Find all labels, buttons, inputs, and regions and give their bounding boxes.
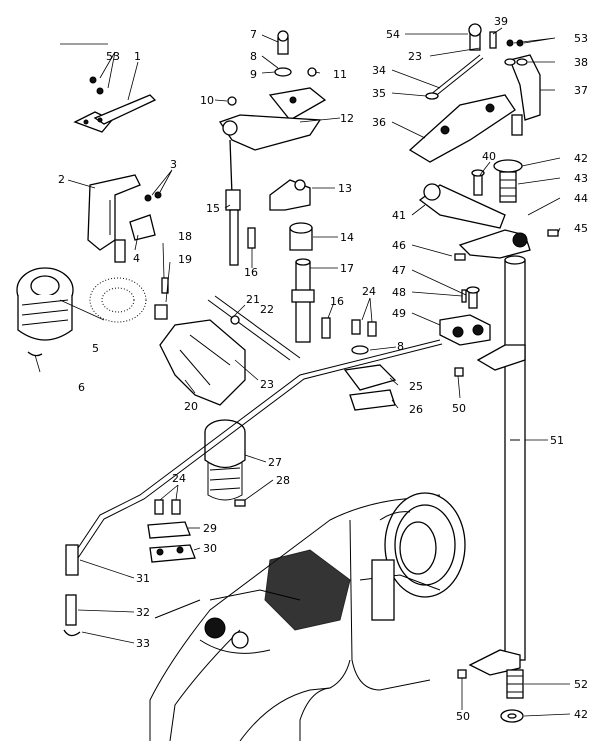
part-label-42-top: 42 [574, 152, 588, 165]
part-label-21: 21 [246, 293, 260, 306]
part-label-32: 32 [136, 606, 150, 619]
centre-top-parts [218, 30, 327, 266]
part-label-15: 15 [206, 202, 220, 215]
feed-bracket [87, 174, 162, 263]
machine-body [149, 492, 466, 741]
part-label-46: 46 [392, 239, 406, 252]
part-label-17: 17 [340, 262, 354, 275]
part-label-7: 7 [250, 28, 257, 41]
part-label-40: 40 [482, 150, 496, 163]
part-label-30: 30 [203, 542, 217, 555]
part-label-45: 45 [574, 222, 588, 235]
part-label-42-low: 42 [574, 708, 588, 721]
part-label-5: 5 [92, 342, 99, 355]
part-label-13: 13 [338, 182, 352, 195]
part-label-49: 49 [392, 307, 406, 320]
part-label-3: 3 [170, 158, 177, 171]
part-label-41: 41 [392, 209, 406, 222]
part-label-37: 37 [574, 84, 588, 97]
part-label-39: 39 [494, 15, 508, 28]
part-label-48: 48 [392, 286, 406, 299]
part-label-35: 35 [372, 87, 386, 100]
part-label-25: 25 [409, 380, 423, 393]
right-middle-parts [418, 159, 559, 377]
part-label-18: 18 [178, 230, 192, 243]
part-label-22: 22 [260, 303, 274, 316]
part-label-2: 2 [58, 173, 65, 186]
gear-assembly [16, 267, 147, 357]
part-label-16-top: 16 [244, 266, 258, 279]
part-label-8-mid: 8 [397, 340, 404, 353]
part-label-24-mid: 24 [362, 285, 376, 298]
link-plates [147, 499, 196, 563]
part-label-50-low: 50 [456, 710, 470, 723]
part-label-31: 31 [136, 572, 150, 585]
part-label-38: 38 [574, 56, 588, 69]
part-label-27: 27 [268, 456, 282, 469]
part-label-10: 10 [200, 94, 214, 107]
part-label-44: 44 [574, 192, 588, 205]
knob-assembly [204, 419, 246, 507]
needle-bar-column [457, 255, 526, 723]
part-label-47: 47 [392, 264, 406, 277]
long-rod [63, 339, 443, 637]
part-label-28: 28 [276, 474, 290, 487]
part-label-53-right: 53 [574, 32, 588, 45]
part-label-50-mid: 50 [452, 402, 466, 415]
bracket-plate [73, 76, 157, 133]
feed-dog-assembly [154, 277, 301, 406]
leader-lines [34, 27, 571, 717]
right-centre-parts [343, 319, 397, 411]
upper-right-parts [408, 23, 541, 163]
part-label-16-mid: 16 [330, 295, 344, 308]
part-label-1: 1 [134, 50, 141, 63]
part-labels: 53 1 2 3 4 5 6 7 8 9 11 10 12 13 15 14 1… [58, 15, 588, 723]
part-label-11: 11 [333, 68, 347, 81]
part-label-23: 23 [260, 378, 274, 391]
part-label-34: 34 [372, 64, 386, 77]
part-label-51: 51 [550, 434, 564, 447]
part-label-52: 52 [574, 678, 588, 691]
part-label-4: 4 [133, 252, 140, 265]
part-label-36: 36 [372, 116, 386, 129]
part-label-43: 43 [574, 172, 588, 185]
part-label-14: 14 [340, 231, 354, 244]
part-label-19: 19 [178, 253, 192, 266]
part-label-53-left: 53 [106, 50, 120, 63]
part-label-29: 29 [203, 522, 217, 535]
part-label-26: 26 [409, 403, 423, 416]
part-label-33: 33 [136, 637, 150, 650]
part-label-9: 9 [250, 68, 257, 81]
part-label-6: 6 [78, 381, 85, 394]
part-label-23-top: 23 [408, 50, 422, 63]
centre-shafts [291, 258, 331, 343]
part-label-54: 54 [386, 28, 400, 41]
part-label-24-low: 24 [172, 472, 186, 485]
part-label-12: 12 [340, 112, 354, 125]
part-label-8-top: 8 [250, 50, 257, 63]
part-label-20: 20 [184, 400, 198, 413]
